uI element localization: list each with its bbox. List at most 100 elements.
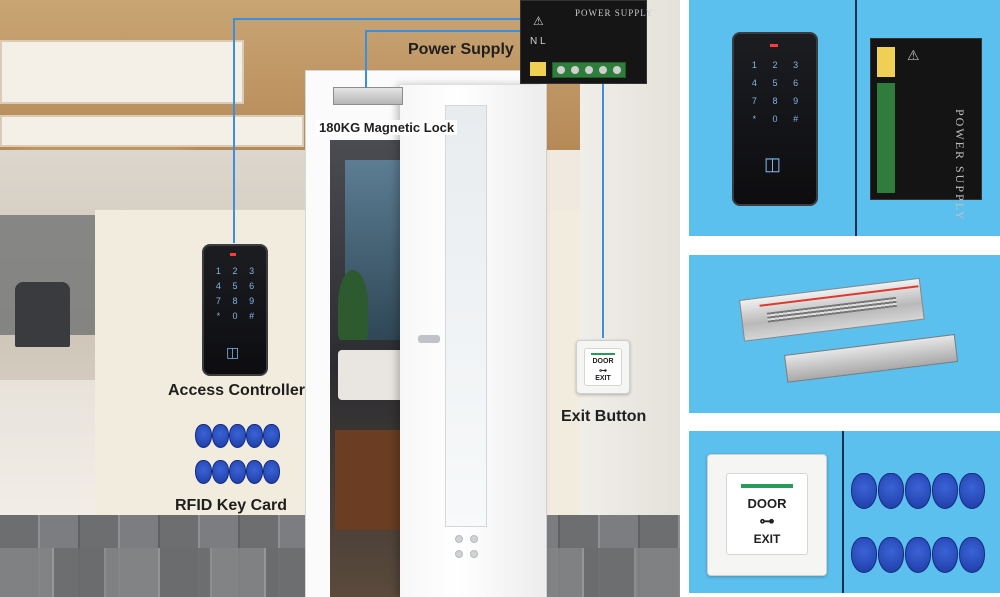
rfid-fob-row — [195, 455, 285, 487]
terminal-block — [877, 83, 895, 193]
door-vent-dot — [470, 550, 478, 558]
keypad-key[interactable]: 9 — [249, 296, 255, 306]
exit-button-device[interactable]: DOOR ⊶ EXIT — [576, 340, 630, 394]
rfid-fob — [905, 537, 931, 573]
rfid-fob-row — [195, 418, 285, 450]
warning-triangle-icon: ⚠ — [907, 47, 920, 63]
fuse — [877, 47, 895, 77]
keypad-key[interactable]: 2 — [772, 60, 778, 70]
floor-wood — [335, 430, 407, 530]
access-controller-label: Access Controller — [168, 382, 305, 399]
rfid-fob — [246, 424, 263, 448]
wire — [233, 18, 235, 243]
rfid-wave-icon: ◫ — [226, 344, 240, 360]
power-supply-label: Power Supply — [408, 41, 514, 58]
rfid-fob — [229, 460, 246, 484]
door-handle[interactable] — [418, 335, 440, 343]
door-vent-dot — [455, 550, 463, 558]
terminal-block — [552, 62, 626, 78]
keypad-key[interactable]: 5 — [232, 281, 238, 291]
installation-scene: POWER SUPPLY ⚠ N L Power Supply 180KG Ma… — [0, 0, 680, 597]
keypad-key[interactable]: # — [793, 114, 799, 124]
keypad-key[interactable]: 3 — [249, 266, 255, 276]
rfid-fob — [212, 460, 229, 484]
warning-triangle-icon: ⚠ — [533, 14, 544, 28]
keypad-key[interactable]: 0 — [232, 311, 238, 321]
keypad-key[interactable]: 6 — [249, 281, 255, 291]
rfid-fob — [263, 424, 280, 448]
keypad-key[interactable]: 6 — [793, 78, 799, 88]
ceiling-panel — [0, 40, 244, 104]
rfid-fob — [851, 537, 877, 573]
keypad-key[interactable]: 5 — [772, 78, 778, 88]
rfid-fob — [263, 460, 280, 484]
wire — [365, 30, 523, 32]
exit-button-product[interactable]: DOOR ⊶ EXIT — [707, 454, 827, 576]
rfid-fob — [229, 424, 246, 448]
product-panel-controller-psu: 1 2 3 4 5 6 7 8 9 * 0 # ◫ ⚠ POWER SUPPLY — [689, 0, 1000, 236]
rfid-fob — [905, 473, 931, 509]
exit-plate-line1: DOOR — [592, 358, 614, 365]
keypad-key[interactable]: 4 — [751, 78, 757, 88]
rfid-fob — [932, 473, 958, 509]
keypad-key[interactable]: 8 — [772, 96, 778, 106]
keypad-key[interactable]: 2 — [232, 266, 238, 276]
ceiling-panel — [0, 115, 304, 147]
exit-button-label: Exit Button — [561, 408, 647, 425]
keypad-key[interactable]: 7 — [751, 96, 757, 106]
status-strip — [741, 484, 793, 488]
keypad-key[interactable]: 3 — [793, 60, 799, 70]
rfid-fob — [932, 537, 958, 573]
rfid-fob — [195, 424, 212, 448]
wire — [233, 18, 523, 20]
office-chair — [15, 282, 70, 347]
keypad-key[interactable]: 7 — [215, 296, 221, 306]
magnetic-lock-device — [333, 87, 403, 105]
product-panel-exit-rfid: DOOR ⊶ EXIT — [689, 431, 1000, 593]
rfid-fob-group — [849, 445, 997, 585]
exit-plate-line2: EXIT — [595, 375, 611, 382]
panel-divider — [855, 0, 857, 236]
power-supply-product-title: POWER SUPPLY — [953, 109, 967, 222]
rfid-fob — [878, 473, 904, 509]
status-led — [770, 44, 778, 47]
keypad-key[interactable]: # — [249, 311, 255, 321]
exit-plate-line1: DOOR — [747, 496, 787, 511]
terminal-marks: N L — [530, 36, 546, 47]
keypad-key[interactable]: 8 — [232, 296, 238, 306]
product-panel-magnetic-lock — [689, 255, 1000, 413]
key-icon: ⊶ — [599, 366, 607, 375]
key-icon: ⊶ — [759, 513, 775, 530]
rfid-wave-icon: ◫ — [764, 154, 782, 174]
rfid-fob — [959, 473, 985, 509]
rfid-fob — [212, 424, 229, 448]
status-strip — [591, 353, 615, 355]
rfid-fob — [959, 537, 985, 573]
rfid-fob — [878, 537, 904, 573]
door-vent-dot — [470, 535, 478, 543]
access-controller-device: 1 2 3 4 5 6 7 8 9 * 0 # ◫ — [202, 244, 268, 376]
access-controller-product: 1 2 3 4 5 6 7 8 9 * 0 # ◫ — [732, 32, 818, 206]
keypad-key[interactable]: 0 — [772, 114, 778, 124]
door-glass — [445, 105, 487, 527]
keypad-key[interactable]: 1 — [215, 266, 221, 276]
rfid-key-card-label: RFID Key Card — [175, 497, 288, 514]
keypad-key[interactable]: * — [216, 311, 221, 321]
magnetic-lock-label: 180KG Magnetic Lock — [316, 120, 458, 135]
fuse — [530, 62, 546, 76]
keypad-key[interactable]: 1 — [751, 60, 757, 70]
plant — [338, 270, 368, 340]
armature-plate — [784, 334, 959, 383]
sofa — [338, 350, 408, 400]
side-wall — [580, 0, 680, 597]
rfid-fob — [246, 460, 263, 484]
keypad-key[interactable]: * — [752, 114, 757, 124]
power-supply-product: ⚠ POWER SUPPLY — [870, 38, 982, 221]
wire — [365, 30, 367, 88]
rfid-fob — [851, 473, 877, 509]
keypad-key[interactable]: 4 — [215, 281, 221, 291]
rfid-fob — [195, 460, 212, 484]
keypad-key[interactable]: 9 — [793, 96, 799, 106]
exit-plate-line2: EXIT — [753, 532, 781, 546]
panel-divider — [842, 431, 844, 593]
